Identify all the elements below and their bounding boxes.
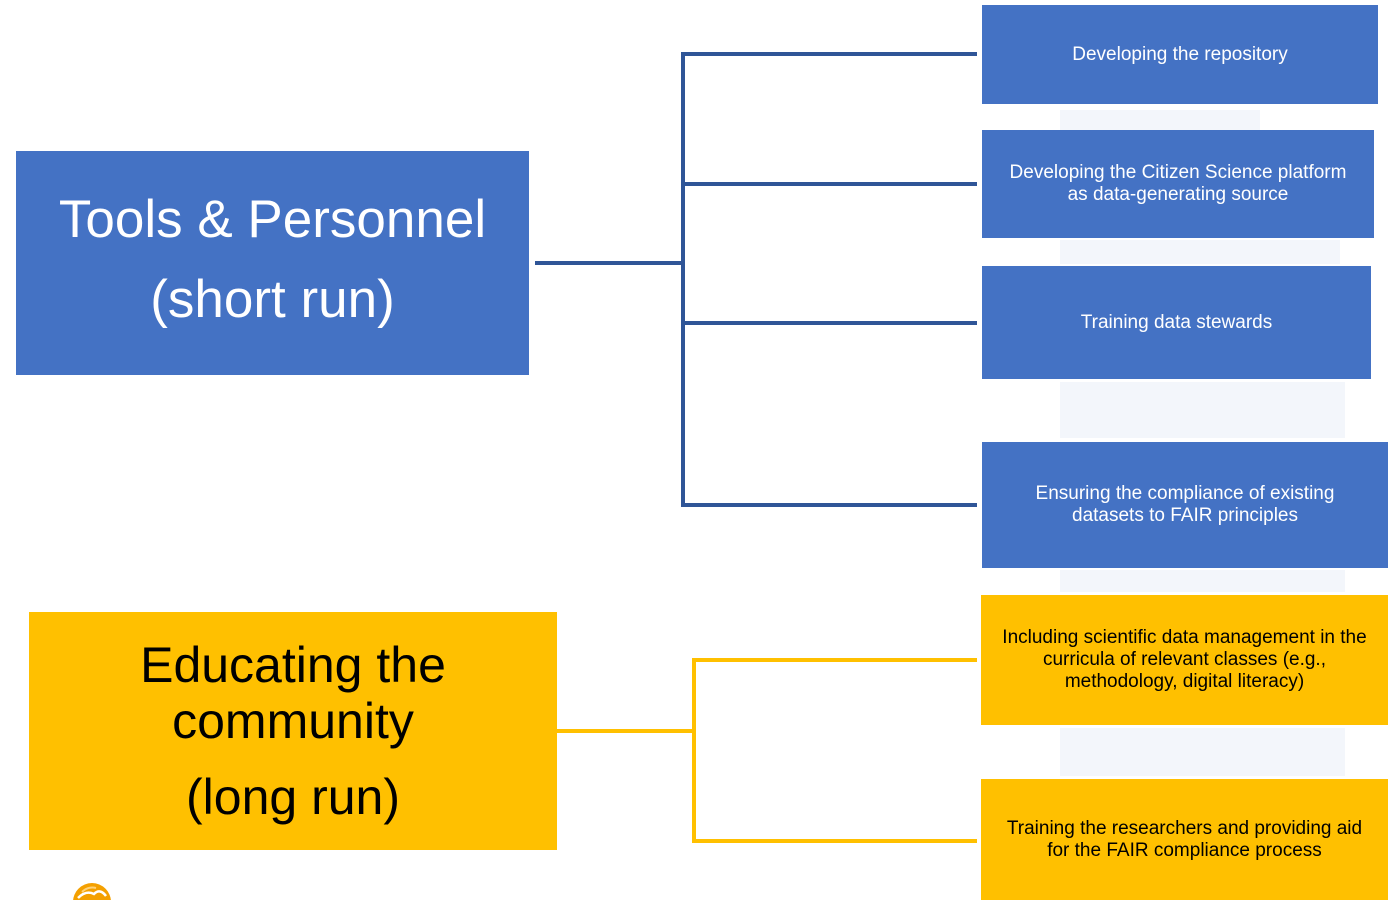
child-node-text: datasets to FAIR principles	[1072, 505, 1298, 526]
child-node-citizen-science-platform: Developing the Citizen Science platform …	[982, 130, 1374, 238]
main-node-education-line2: community	[172, 693, 414, 749]
education-connectors	[557, 658, 977, 843]
background-panel	[1060, 570, 1345, 592]
main-node-education-line3: (long run)	[186, 769, 400, 825]
child-node-developing-repository: Developing the repository	[982, 5, 1378, 104]
child-node-text: methodology, digital literacy)	[1064, 671, 1305, 692]
main-node-educating-community: Educating the community (long run)	[29, 612, 557, 850]
child-node-text: Training the researchers and providing a…	[1006, 817, 1363, 839]
child-node-curricula-data-management: Including scientific data management in …	[981, 595, 1388, 725]
child-node-text: curricula of relevant classes (e.g.,	[1042, 649, 1326, 670]
background-panel	[1060, 728, 1345, 776]
tools-connectors	[535, 52, 977, 507]
child-node-text: for the FAIR compliance process	[1047, 839, 1322, 861]
background-panel	[1060, 110, 1260, 130]
main-node-tools-line2: (short run)	[150, 270, 395, 329]
child-node-text: Training data stewards	[1080, 311, 1273, 333]
child-node-training-researchers: Training the researchers and providing a…	[981, 779, 1388, 900]
main-node-tools-line1: Tools & Personnel	[58, 190, 487, 249]
background-panel	[1060, 240, 1340, 264]
globe-logo-icon	[73, 883, 111, 900]
child-node-fair-compliance-datasets: Ensuring the compliance of existing data…	[982, 442, 1388, 568]
main-node-tools-personnel: Tools & Personnel (short run)	[16, 151, 529, 375]
child-node-text: Ensuring the compliance of existing	[1035, 483, 1335, 504]
child-node-text: Developing the Citizen Science platform	[1009, 162, 1347, 183]
child-node-text: as data-generating source	[1067, 184, 1289, 205]
child-node-text: Including scientific data management in …	[1002, 627, 1367, 648]
child-node-text: Developing the repository	[1072, 43, 1288, 65]
child-node-training-data-stewards: Training data stewards	[982, 266, 1371, 379]
main-node-education-line1: Educating the	[140, 637, 446, 693]
background-panel	[1060, 382, 1345, 438]
